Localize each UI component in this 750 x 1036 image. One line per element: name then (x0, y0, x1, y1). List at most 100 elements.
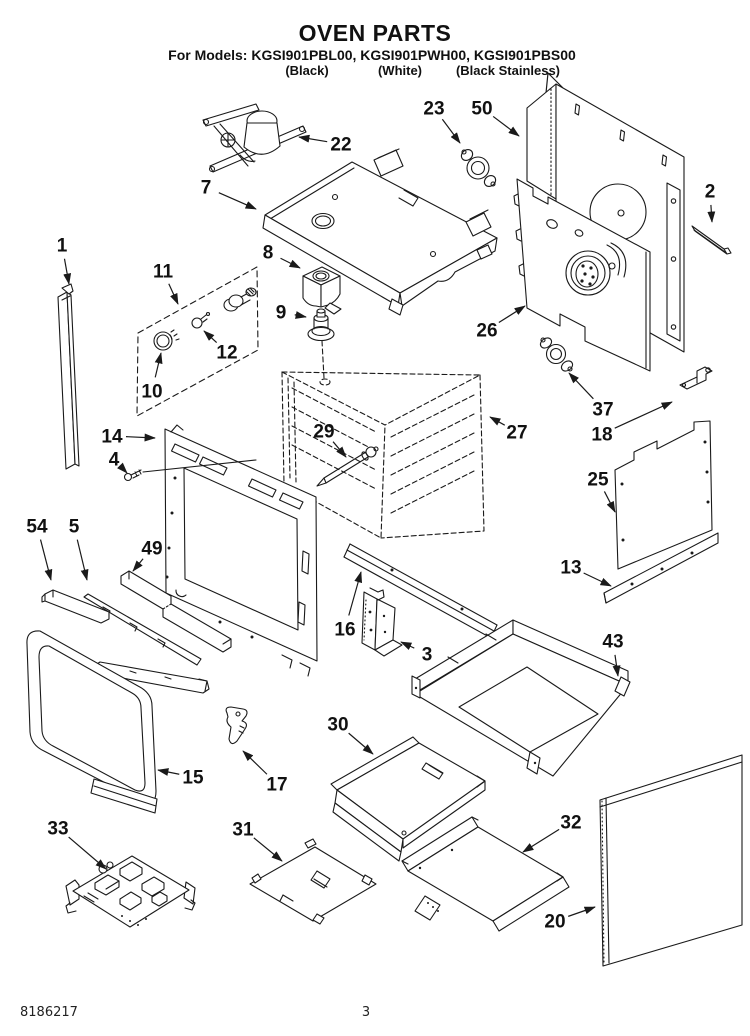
leader-arrow-20 (568, 906, 596, 917)
leader-arrow-15 (157, 768, 180, 776)
part-label-29: 29 (313, 422, 334, 443)
part-17-clip (225, 706, 248, 745)
part-label-23: 23 (423, 99, 444, 120)
part-label-16: 16 (334, 620, 355, 641)
part-14-front-frame (164, 424, 318, 677)
part-5-rail (83, 593, 202, 666)
leader-arrow-8 (280, 257, 301, 269)
part-label-25: 25 (587, 470, 609, 491)
leader-arrow-4 (117, 462, 128, 474)
part-54-trim-rail (41, 589, 110, 624)
leader-arrow-13 (583, 572, 612, 587)
leader-arrow-30 (348, 732, 374, 755)
doc-number: 8186217 (20, 1005, 78, 1020)
leader-arrow-29 (332, 441, 347, 458)
leader-arrow-43 (612, 654, 621, 677)
part-3-bracket (361, 587, 403, 657)
part-23-thermostat (460, 149, 497, 187)
part-label-33: 33 (47, 819, 68, 840)
part-label-10: 10 (141, 382, 162, 403)
part-label-9: 9 (276, 303, 287, 324)
leader-arrow-12 (203, 330, 218, 344)
color-label-black: (Black) (285, 63, 328, 78)
part-label-13: 13 (560, 558, 581, 579)
part-label-5: 5 (69, 517, 80, 538)
part-label-54: 54 (26, 517, 48, 538)
leader-arrow-9 (294, 311, 307, 319)
color-label-white: (White) (378, 63, 422, 78)
part-9-grommet (307, 308, 335, 379)
part-label-30: 30 (327, 715, 348, 736)
leader-arrow-3 (400, 641, 415, 650)
leader-arrow-37 (568, 372, 594, 400)
page-number: 3 (362, 1005, 370, 1020)
part-label-8: 8 (263, 243, 274, 264)
part-27-oven-cavity (281, 371, 485, 539)
part-label-32: 32 (560, 813, 581, 834)
page-title: OVEN PARTS (299, 20, 452, 46)
part-label-18: 18 (591, 425, 612, 446)
leader-arrow-5 (76, 539, 89, 581)
part-12-bulb (191, 311, 211, 329)
part-11-light-kit-box (136, 266, 259, 417)
part-label-15: 15 (182, 768, 204, 789)
part-13-bottom-trim (603, 532, 719, 604)
part-label-27: 27 (506, 423, 527, 444)
part-25-side-panel (614, 420, 713, 570)
leader-arrow-33 (68, 836, 107, 870)
part-label-49: 49 (141, 539, 162, 560)
part-30-access-panel (330, 736, 486, 862)
part-26-rear-cover-panel (513, 178, 651, 372)
part-label-26: 26 (476, 321, 497, 342)
part-2-trim-strip (691, 225, 732, 255)
part-label-17: 17 (266, 775, 287, 796)
part-label-43: 43 (602, 632, 623, 653)
part-7-top-panel (262, 148, 498, 316)
part-22-fan-motor-assembly (202, 103, 307, 173)
part-33-control-board (65, 855, 196, 928)
part-label-11: 11 (153, 262, 174, 283)
part-label-22: 22 (330, 135, 351, 156)
part-label-37: 37 (592, 400, 613, 421)
part-32-glide-panel (401, 816, 570, 932)
part-20-side-panel (599, 754, 743, 967)
part-8-bracket (302, 266, 342, 315)
part-label-7: 7 (201, 178, 212, 199)
leader-arrow-17 (242, 750, 268, 775)
part-lamp (223, 287, 257, 312)
leader-arrow-49 (132, 558, 144, 572)
leader-arrow-16 (348, 571, 362, 616)
part-1-side-trim (57, 283, 80, 470)
part-label-20: 20 (544, 912, 565, 933)
leader-arrow-11 (168, 283, 179, 305)
part-label-12: 12 (216, 343, 237, 364)
part-31-heat-shield (249, 838, 377, 925)
leader-arrow-27 (489, 416, 506, 426)
part-18-bracket (679, 366, 713, 390)
part-label-3: 3 (422, 645, 433, 666)
leader-arrow-18 (614, 401, 673, 429)
part-15-door-gasket (26, 630, 158, 814)
part-label-1: 1 (57, 236, 68, 257)
leader-arrow-31 (253, 837, 283, 862)
part-43-base-pan (411, 619, 631, 777)
part-label-31: 31 (232, 820, 254, 841)
leader-arrow-23 (441, 118, 461, 144)
callouts: 1234578910111213141516171820222325262729… (26, 99, 715, 933)
footer: 8186217 3 (20, 1005, 370, 1020)
part-label-4: 4 (109, 450, 120, 471)
leader-arrow-25 (603, 491, 616, 513)
leader-arrow-22 (298, 134, 328, 143)
part-label-14: 14 (101, 427, 123, 448)
leader-arrow-7 (218, 192, 257, 210)
leader-arrow-54 (39, 539, 53, 581)
leader-arrow-50 (492, 115, 520, 137)
leader-arrow-32 (522, 828, 560, 853)
leader-arrow-2 (707, 204, 716, 223)
part-49-support-rail (93, 570, 232, 694)
leader-arrow-14 (125, 433, 156, 442)
part-label-2: 2 (705, 182, 716, 203)
models-line: For Models: KGSI901PBL00, KGSI901PWH00, … (168, 47, 576, 63)
